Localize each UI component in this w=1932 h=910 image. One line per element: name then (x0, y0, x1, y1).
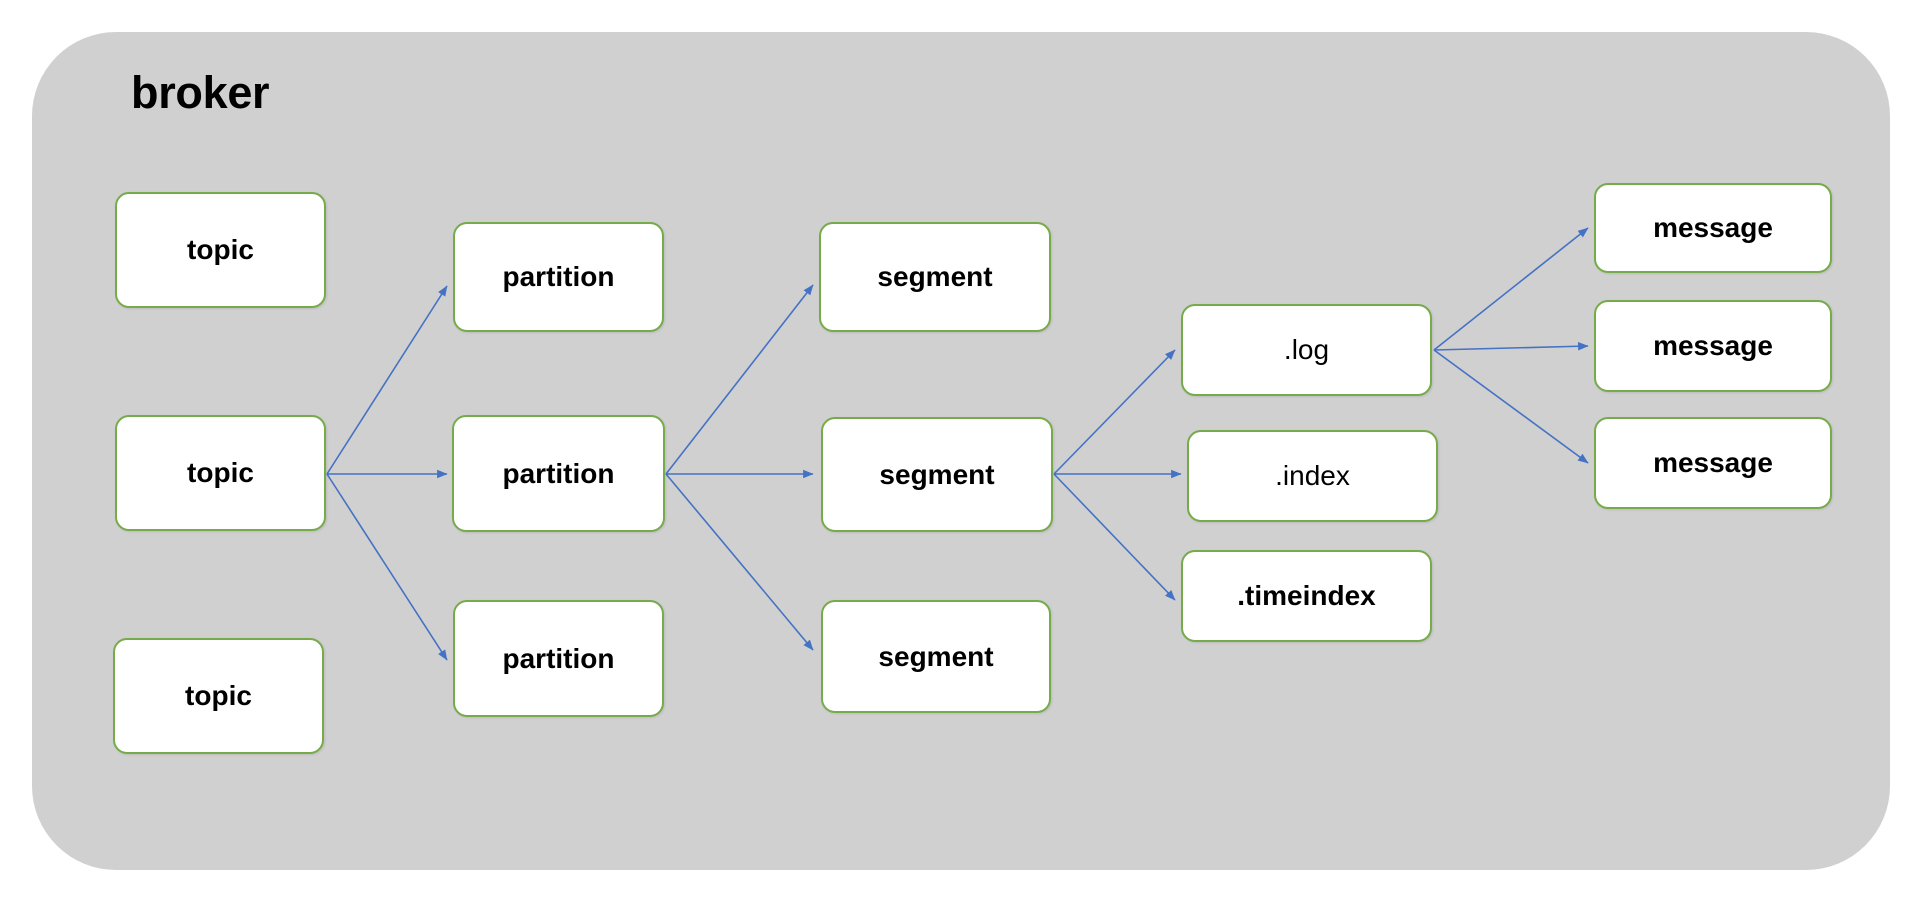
node-topic-2[interactable]: topic (115, 415, 326, 531)
node-label: .index (1275, 460, 1350, 491)
node-label: segment (879, 458, 995, 490)
node-segment-2[interactable]: segment (821, 417, 1053, 532)
node-label: .timeindex (1237, 580, 1376, 611)
node-label: partition (502, 261, 615, 292)
node-topic-1[interactable]: topic (115, 192, 326, 308)
node-label: message (1653, 330, 1773, 361)
node-segment-3[interactable]: segment (821, 600, 1051, 713)
node-partition-2[interactable]: partition (452, 415, 665, 532)
node-timeindex-file[interactable]: .timeindex (1181, 550, 1432, 642)
node-topic-3[interactable]: topic (113, 638, 324, 754)
node-label: message (1653, 212, 1773, 243)
node-partition-3[interactable]: partition (453, 600, 664, 717)
node-label: partition (502, 642, 615, 674)
node-label: segment (877, 261, 993, 292)
node-label: topic (185, 680, 252, 711)
node-label: .log (1283, 334, 1330, 365)
node-index-file[interactable]: .index (1187, 430, 1438, 522)
node-message-3[interactable]: message (1594, 417, 1832, 509)
broker-title: broker (131, 67, 270, 118)
node-log-file[interactable]: .log (1181, 304, 1432, 396)
node-label: topic (187, 457, 254, 488)
node-label: topic (187, 234, 254, 265)
node-label: segment (878, 640, 994, 672)
node-message-1[interactable]: message (1594, 183, 1832, 273)
node-label: message (1653, 447, 1773, 478)
node-message-2[interactable]: message (1594, 300, 1832, 392)
node-partition-1[interactable]: partition (453, 222, 664, 332)
node-label: partition (502, 457, 615, 489)
node-segment-1[interactable]: segment (819, 222, 1051, 332)
